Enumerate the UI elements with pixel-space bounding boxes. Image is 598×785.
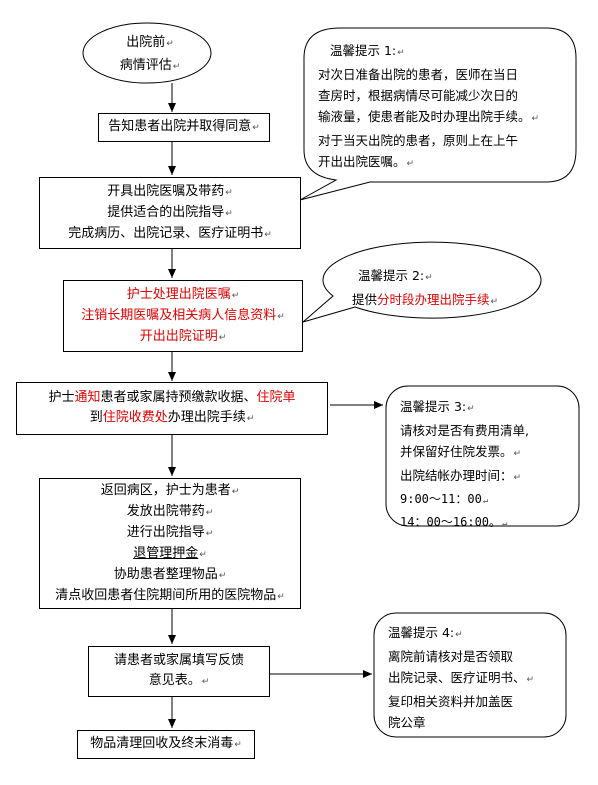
tip-1: 温馨提示 1:↵ 对次日准备出院的患者，医师在当日 查房时，根据病情尽可能减少次… <box>318 40 568 175</box>
tip1-line-3: 查房时，根据病情尽可能减少次日的 <box>318 88 519 103</box>
notify-line-1: 告知患者出院并取得同意↵ <box>108 119 260 134</box>
feedback-line-2: 意见表。↵ <box>148 673 210 688</box>
orders-line-3: 完成病历、出院记录、医疗证明书↵ <box>68 225 272 241</box>
tip2-title: 温馨提示 2:↵ <box>358 268 433 283</box>
nurse-line-1: 护士处理出院医嘱↵ <box>126 286 240 302</box>
tip1-line-5: 对于当天出院的患者，原则上在上午 <box>318 133 519 148</box>
tip-4: 温馨提示 4:↵ 离院前请核对是否领取 出院记录、医疗证明书、↵ 复印相关资料并… <box>388 622 560 733</box>
tip4-line-4: 复印相关资料并加盖医 <box>388 694 514 709</box>
step-final-disinfection: 物品清理回收及终末消毒↵ <box>77 730 255 759</box>
orders-line-2: 提供适合的出院指导↵ <box>107 204 233 220</box>
step-feedback-form: 请患者或家属填写反馈 意见表。↵ <box>88 646 270 697</box>
feedback-line-1: 请患者或家属填写反馈 <box>113 653 244 668</box>
ward-line-2: 发放出院带药↵ <box>126 503 214 519</box>
tip3-line-4: 出院结帐办理时间：↵ <box>400 468 522 483</box>
start-line-2: 病情评估↵ <box>119 58 181 73</box>
nurse-line-3: 开出出院证明↵ <box>139 328 227 344</box>
tip1-line-2: 对次日准备出院的患者，医师在当日 <box>318 67 519 82</box>
step-nurse-process: 护士处理出院医嘱↵ 注销长期医嘱及相关病人信息资料↵ 开出出院证明↵ <box>63 280 303 352</box>
tip1-title: 温馨提示 1:↵ <box>330 43 405 58</box>
billing-line-1: 护士通知患者或家属持预缴款收据、住院单 <box>48 390 296 405</box>
tip4-line-5: 院公章 <box>388 715 426 730</box>
tip-2: 温馨提示 2:↵ 提供分时段办理出院手续↵ <box>352 265 552 313</box>
tip1-line-6: 开出出院医嘱。↵ <box>318 154 415 169</box>
tip3-line-5: 9:00～11：00↵ <box>400 492 489 506</box>
tip3-line-2: 请核对是否有费用清单, <box>400 423 529 438</box>
step-billing: 护士通知患者或家属持预缴款收据、住院单 到住院收费处办理出院手续↵ <box>16 382 328 435</box>
ward-line-3: 进行出院指导↵ <box>126 524 214 540</box>
tip3-line-3: 并保留好住院发票。↵ <box>400 444 522 459</box>
ward-line-6: 清点收回患者住院期间所用的医院物品↵ <box>55 587 285 603</box>
tip4-line-2: 离院前请核对是否领取 <box>388 649 514 664</box>
tip3-line-6: 14：00～16:00。↵ <box>400 515 508 529</box>
step-return-ward: 返回病区，护士为患者↵ 发放出院带药↵ 进行出院指导↵ 退管理押金↵ 协助患者整… <box>39 478 301 609</box>
tip-3: 温馨提示 3:↵ 请核对是否有费用清单, 并保留好住院发票。↵ 出院结帐办理时间… <box>400 396 575 535</box>
ward-line-4: 退管理押金↵ <box>133 545 207 561</box>
ward-line-5: 协助患者整理物品↵ <box>113 566 227 582</box>
step-discharge-orders: 开具出院医嘱及带药↵ 提供适合的出院指导↵ 完成病历、出院记录、医疗证明书↵ <box>39 177 301 249</box>
tip1-line-4: 输液量，使患者能及时办理出院手续。↵ <box>318 109 540 124</box>
tip4-title: 温馨提示 4:↵ <box>388 625 463 640</box>
start-line-1: 出院前↵ <box>126 35 174 50</box>
nurse-line-2: 注销长期医嘱及相关病人信息资料↵ <box>81 307 285 323</box>
tip4-line-3: 出院记录、医疗证明书、↵ <box>388 670 535 685</box>
ward-line-1: 返回病区，护士为患者↵ <box>100 482 240 498</box>
tip3-title: 温馨提示 3:↵ <box>400 399 475 414</box>
step-notify-consent: 告知患者出院并取得同意↵ <box>98 113 270 142</box>
final-line-1: 物品清理回收及终末消毒↵ <box>90 736 242 751</box>
billing-line-2: 到住院收费处办理出院手续↵ <box>89 410 255 425</box>
start-node: 出院前↵ 病情评估↵ <box>100 32 200 78</box>
tip2-line-2: 提供分时段办理出院手续↵ <box>352 292 499 307</box>
orders-line-1: 开具出院医嘱及带药↵ <box>107 183 233 199</box>
